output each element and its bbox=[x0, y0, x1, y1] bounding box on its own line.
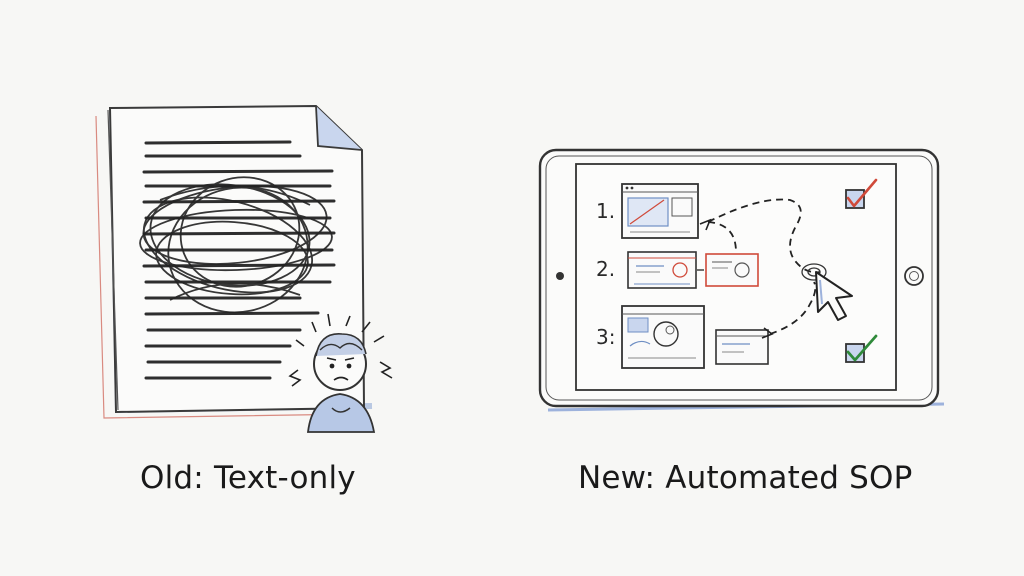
click-burst bbox=[801, 263, 827, 281]
scribble-icon bbox=[139, 176, 333, 314]
step-screenshot bbox=[705, 253, 759, 287]
step-number: 1. bbox=[596, 199, 615, 223]
step-screenshot bbox=[621, 183, 699, 239]
step-screenshot bbox=[621, 305, 705, 369]
step-number: 2. bbox=[596, 257, 615, 281]
step-screenshot bbox=[715, 329, 769, 365]
flow-arrowhead bbox=[761, 327, 774, 339]
flow-arrowhead bbox=[699, 218, 712, 231]
flow-path bbox=[707, 198, 821, 335]
checkbox-checked-icon bbox=[845, 334, 878, 363]
stressed-person-icon bbox=[288, 313, 393, 433]
checkbox-checked-icon bbox=[845, 178, 878, 209]
step-screenshot bbox=[627, 251, 697, 289]
mouse-cursor-icon bbox=[815, 271, 853, 321]
cursor-shading bbox=[819, 279, 823, 305]
step-number: 3: bbox=[596, 325, 615, 349]
text-document bbox=[95, 104, 373, 419]
caption-old: Old: Text-only bbox=[140, 460, 356, 496]
caption-new: New: Automated SOP bbox=[578, 460, 913, 496]
